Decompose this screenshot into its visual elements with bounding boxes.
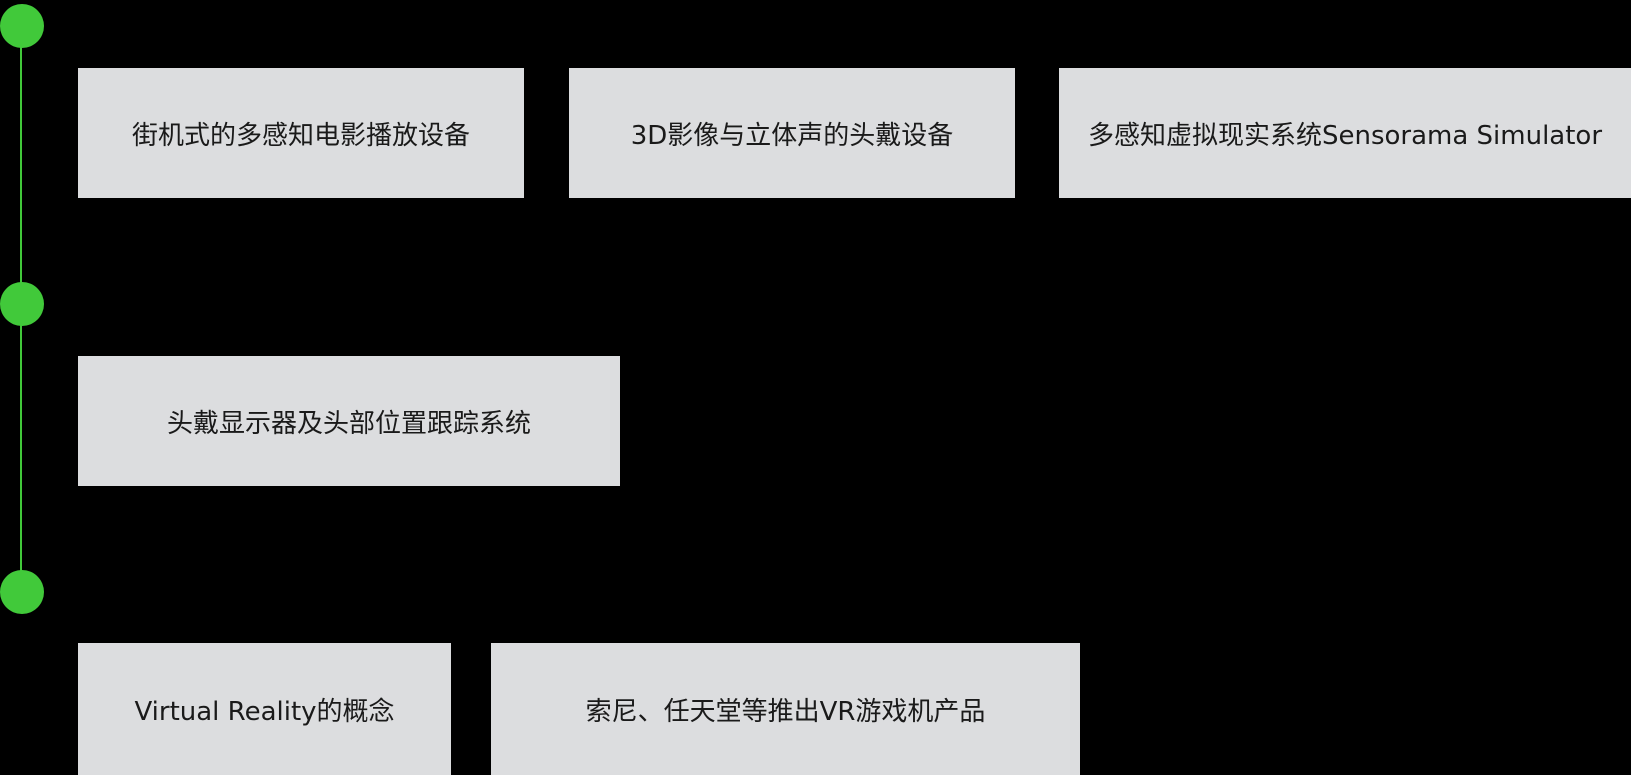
event-label: 索尼、任天堂等推出VR游戏机产品 [585,696,986,727]
event-label: 头戴显示器及头部位置跟踪系统 [166,408,531,439]
timeline-node-2 [0,282,44,326]
event-box-arcade-multisensory-device: 街机式的多感知电影播放设备 [78,68,524,198]
event-label: 多感知虚拟现实系统Sensorama Simulator [1087,120,1603,151]
event-box-virtual-reality-concept: Virtual Reality的概念 [78,643,451,775]
event-box-3d-stereo-headset: 3D影像与立体声的头戴设备 [569,68,1015,198]
event-label: Virtual Reality的概念 [134,696,395,727]
event-box-sensorama-simulator: 多感知虚拟现实系统Sensorama Simulator [1059,68,1631,198]
event-label: 3D影像与立体声的头戴设备 [630,120,954,151]
timeline-node-1 [0,4,44,48]
event-box-hmd-head-tracking: 头戴显示器及头部位置跟踪系统 [78,356,620,486]
timeline-node-3 [0,570,44,614]
event-box-vr-game-consoles: 索尼、任天堂等推出VR游戏机产品 [491,643,1080,775]
event-label: 街机式的多感知电影播放设备 [131,120,470,151]
